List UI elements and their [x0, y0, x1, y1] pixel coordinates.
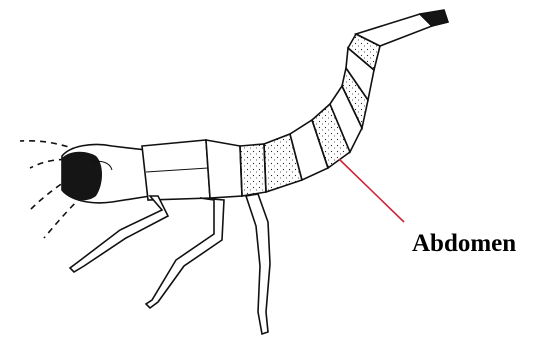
abdomen-leader-line [339, 159, 404, 222]
legs [70, 194, 270, 334]
abdomen-label: Abdomen [412, 230, 516, 258]
thorax [142, 140, 266, 200]
head [62, 144, 150, 202]
abdomen [264, 10, 448, 192]
